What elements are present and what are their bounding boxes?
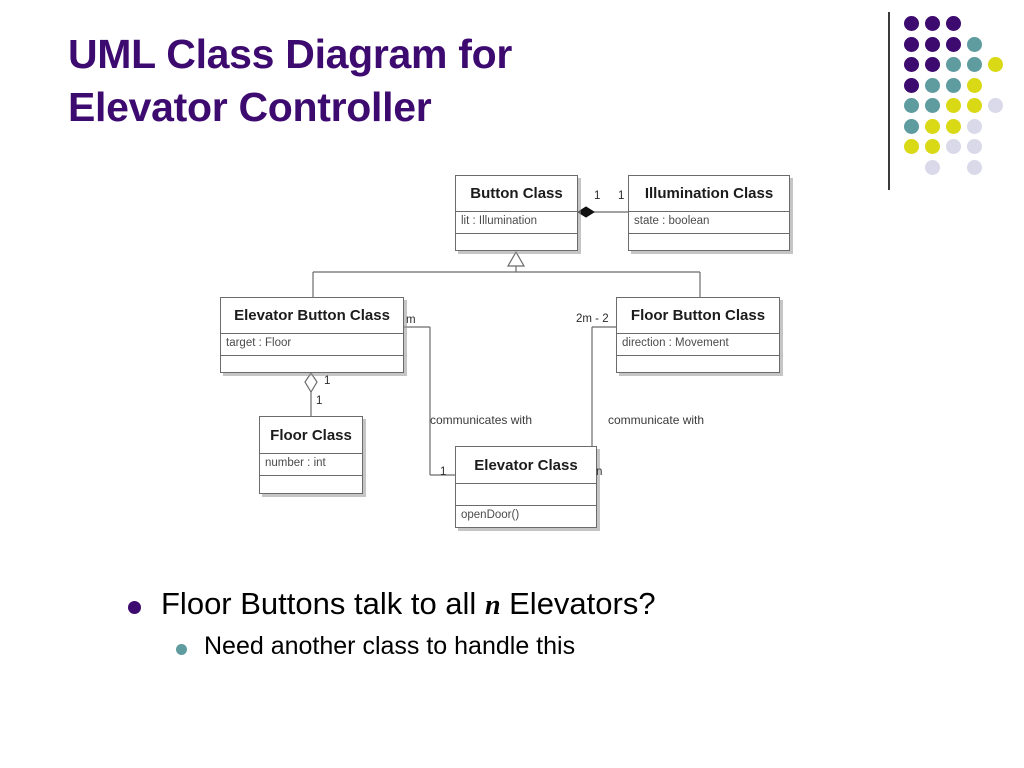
bullet-marker-icon [176,643,187,655]
logo-dot [925,57,940,72]
bullet-text-1: Floor Buttons talk to all n Elevators? [161,585,656,624]
logo-dot [904,118,919,134]
class-box-elevator[interactable]: Elevator Class openDoor() [455,446,597,528]
logo-dot [946,118,961,134]
logo-dot [925,139,940,154]
multiplicity-illumination-target: 1 [618,190,625,202]
logo-dot [967,159,982,175]
multiplicity-elevator-button-m: m [406,314,416,326]
logo-dot [946,57,961,72]
generalization-triangle-icon [506,250,526,267]
class-box-button[interactable]: Button Class lit : Illumination [455,175,578,251]
logo-dot [904,57,919,72]
bullet-marker-icon [128,601,141,614]
logo-vertical-rule [888,12,890,190]
bullet-text-1-after: Elevators? [500,586,656,621]
logo-dot-matrix [904,16,1012,184]
bullet-item-1: Floor Buttons talk to all n Elevators? [128,585,928,624]
logo-dot [946,77,961,93]
logo-dot [904,77,919,93]
bullet-text-1-emphasis: n [484,590,501,621]
logo-dot [967,139,982,154]
logo-dot [988,98,1003,113]
logo-dot [946,98,961,113]
logo-dot [904,139,919,154]
class-box-elevator-button[interactable]: Elevator Button Class target : Floor [220,297,404,373]
class-name-floor: Floor Class [270,426,352,444]
logo-dot [925,16,940,31]
logo-dot [967,118,982,134]
class-name-elevator-button: Elevator Button Class [234,307,390,324]
logo-dot [925,36,940,52]
multiplicity-floor-button-2m2: 2m - 2 [576,313,609,325]
class-operations-illumination [629,233,789,252]
logo-dot [946,16,961,31]
logo-dot [925,98,940,113]
multiplicity-floor-top-one: 1 [316,395,323,407]
multiplicity-elevator-left-one: 1 [440,466,447,478]
multiplicity-elevator-right-n: n [596,466,603,478]
class-attribute-elevator-button: target : Floor [221,333,403,355]
composition-diamond-icon [577,206,595,218]
logo-dot [946,139,961,154]
logo-dot [967,98,982,113]
class-box-floor[interactable]: Floor Class number : int [259,416,363,494]
class-name-illumination: Illumination Class [644,185,774,202]
class-attribute-illumination: state : boolean [629,211,789,233]
logo-dot [925,159,940,175]
bullet-list: Floor Buttons talk to all n Elevators? N… [128,585,928,662]
class-operations-elevator-button [221,355,403,374]
logo-dot [988,57,1003,72]
logo-dot [967,36,982,52]
logo-dot [904,98,919,113]
logo-dot [925,77,940,93]
logo-dot [904,16,919,31]
class-attribute-button: lit : Illumination [456,211,577,233]
bullet-text-1-before: Floor Buttons talk to all [161,586,485,621]
aggregation-diamond-icon [304,371,318,394]
class-attribute-floor-button: direction : Movement [617,333,779,355]
class-operation-elevator: openDoor() [456,505,596,527]
class-attribute-floor: number : int [260,453,362,475]
association-label-right: communicate with [608,413,705,427]
multiplicity-button-source: 1 [594,190,601,202]
class-name-elevator: Elevator Class [474,456,578,474]
class-attributes-elevator [456,483,596,505]
logo-dot [925,118,940,134]
logo [888,12,1014,190]
bullet-item-2: Need another class to handle this [176,631,928,662]
title-line-2: Elevator Controller [68,84,432,131]
association-label-left: communicates with [430,413,533,427]
class-operations-button [456,233,577,252]
class-box-illumination[interactable]: Illumination Class state : boolean [628,175,790,251]
class-name-button: Button Class [470,185,563,202]
logo-dot [946,36,961,52]
logo-dot [904,36,919,52]
title-line-1: UML Class Diagram for [68,31,513,77]
class-box-floor-button[interactable]: Floor Button Class direction : Movement [616,297,780,373]
class-name-floor-button: Floor Button Class [630,307,766,324]
class-operations-floor [260,475,362,494]
class-operations-floor-button [617,355,779,374]
bullet-text-2: Need another class to handle this [204,631,576,660]
page-title: UML Class Diagram for Elevator Controlle… [68,28,768,135]
logo-dot [967,57,982,72]
multiplicity-aggregation-one: 1 [324,375,331,387]
logo-dot [967,77,982,93]
